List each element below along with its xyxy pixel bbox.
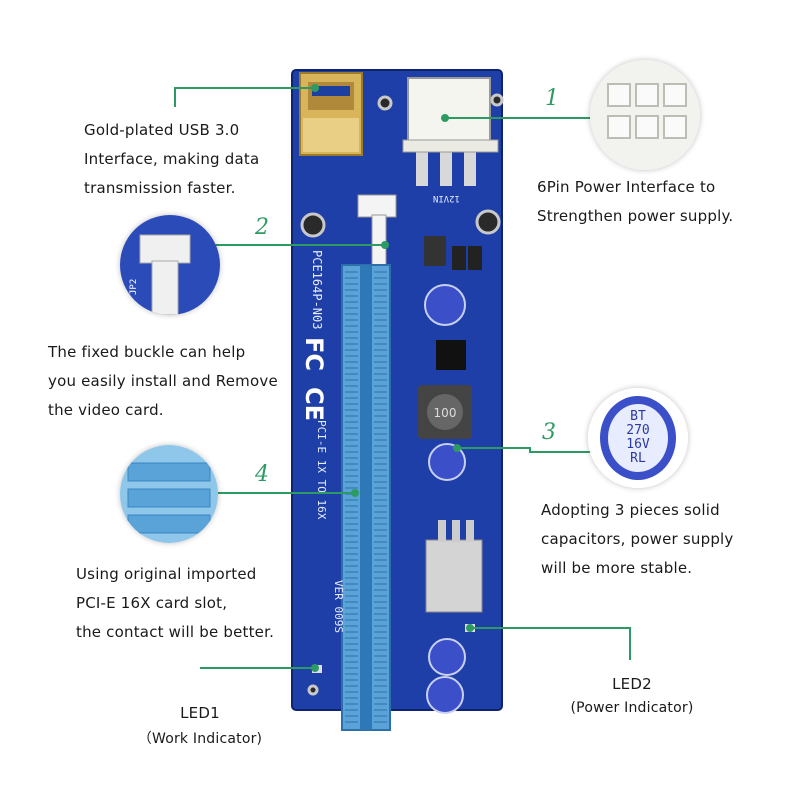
connector-label: 12VIN bbox=[433, 193, 460, 203]
buckle-description: The fixed buckle can help you easily ins… bbox=[48, 338, 278, 425]
led1-title: LED1 bbox=[180, 704, 220, 722]
ce-mark: CE bbox=[300, 387, 328, 421]
jumper-label: JP2 bbox=[129, 279, 139, 295]
usb-desc-line: transmission faster. bbox=[84, 179, 236, 197]
usb-desc-line: Gold-plated USB 3.0 bbox=[84, 121, 240, 139]
slot-description: Using original imported PCI-E 16X card s… bbox=[76, 560, 274, 647]
slot-desc-line: the contact will be better. bbox=[76, 623, 275, 641]
led2-subtitle: (Power Indicator) bbox=[570, 700, 694, 716]
usb-connector-icon bbox=[299, 72, 363, 156]
capacitor-icon bbox=[426, 676, 464, 714]
zoom-cap-line2: 270 bbox=[626, 423, 649, 438]
capacitor-desc-line: Adopting 3 pieces solid bbox=[541, 501, 720, 519]
components: 100 bbox=[312, 236, 483, 673]
inductor-label: 100 bbox=[434, 406, 457, 420]
callout-lines bbox=[174, 84, 631, 672]
mounting-holes bbox=[300, 93, 504, 696]
capacitor-icon bbox=[428, 443, 466, 481]
zoom-cap-line4: RL bbox=[630, 451, 646, 466]
power-connector-icon bbox=[402, 77, 499, 186]
zoom-cap-line3: 16V bbox=[626, 437, 650, 452]
capacitor-desc-line: capacitors, power supply bbox=[541, 530, 734, 548]
zoom-cap-line1: BT bbox=[630, 409, 646, 424]
model-label: PCE164P-N03 bbox=[310, 250, 324, 329]
buckle-desc-line: you easily install and Remove bbox=[48, 372, 278, 390]
slot-desc-line: PCI-E 16X card slot, bbox=[76, 594, 228, 612]
capacitor-icon bbox=[424, 284, 466, 326]
slot-label: PCI-E 1X TO 16X bbox=[315, 420, 328, 520]
buckle-desc-line: The fixed buckle can help bbox=[48, 343, 246, 361]
buckle-icon bbox=[357, 194, 397, 266]
buckle-desc-line: the video card. bbox=[48, 401, 164, 419]
buckle-zoom: JP2 bbox=[120, 215, 220, 315]
fuse bbox=[424, 236, 446, 266]
led1-subtitle: （Work Indicator) bbox=[137, 731, 263, 747]
diode-d2 bbox=[452, 246, 466, 270]
led1-description: LED1 （Work Indicator) bbox=[120, 700, 280, 752]
u2-chip bbox=[436, 340, 466, 370]
pcie-slot-icon bbox=[341, 264, 391, 731]
power-desc-line: 6Pin Power Interface to bbox=[537, 178, 716, 196]
callout-number-1: 1 bbox=[545, 86, 559, 111]
usb-description: Gold-plated USB 3.0 Interface, making da… bbox=[84, 116, 259, 203]
u1-regulator bbox=[425, 539, 483, 613]
capacitor-icon bbox=[428, 638, 466, 676]
usb-desc-line: Interface, making data bbox=[84, 150, 260, 168]
power-description: 6Pin Power Interface to Strengthen power… bbox=[537, 173, 733, 231]
callout-number-3: 3 bbox=[542, 420, 556, 445]
capacitors bbox=[424, 284, 466, 714]
capacitor-icon: BT 270 16V RL bbox=[588, 388, 688, 488]
diode-d3 bbox=[468, 246, 482, 270]
led2-title: LED2 bbox=[612, 675, 652, 693]
pcie-slot-zoom bbox=[120, 445, 218, 543]
capacitor-description: Adopting 3 pieces solid capacitors, powe… bbox=[541, 496, 733, 583]
fc-mark: FC bbox=[300, 337, 328, 371]
callout-number-2: 2 bbox=[255, 215, 269, 240]
led2-description: LED2 (Power Indicator) bbox=[562, 672, 702, 720]
pcie-slot-icon bbox=[120, 445, 218, 543]
power-connector-icon bbox=[590, 60, 700, 170]
version-label: VER 009S bbox=[332, 580, 345, 633]
slot-desc-line: Using original imported bbox=[76, 565, 257, 583]
buckle-icon: JP2 bbox=[120, 215, 220, 315]
capacitor-desc-line: will be more stable. bbox=[541, 559, 693, 577]
power-connector-zoom bbox=[590, 60, 700, 170]
callout-number-4: 4 bbox=[255, 462, 269, 487]
capacitor-zoom: BT 270 16V RL bbox=[588, 388, 688, 488]
power-desc-line: Strengthen power supply. bbox=[537, 207, 734, 225]
